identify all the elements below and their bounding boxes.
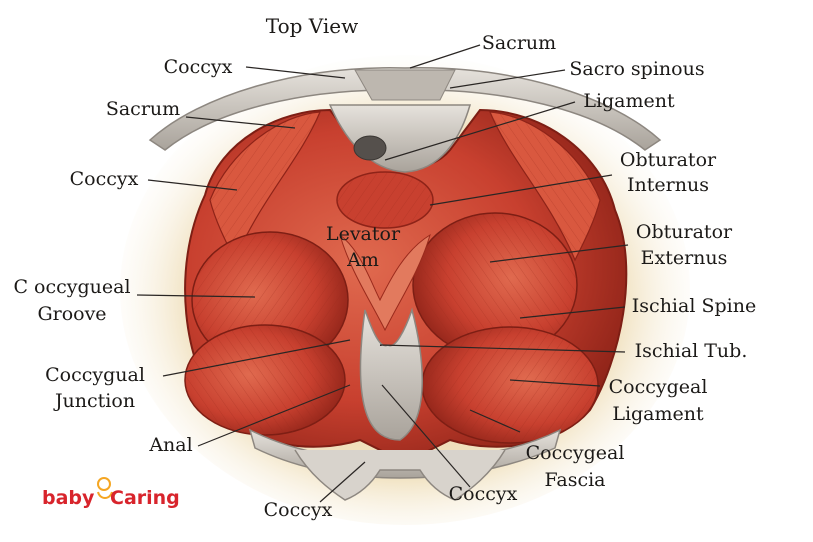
leader-coccygueal-groove: [136, 294, 256, 298]
sacrum-arch: [148, 67, 662, 151]
label-coccyx-top: Coccyx: [164, 56, 233, 78]
babycaring-logo: baby Caring: [42, 477, 180, 509]
title-label: Top View: [266, 14, 358, 38]
left-obturator-fibers: [210, 112, 320, 260]
label-ischial-spine: Ischial Spine: [632, 295, 756, 317]
label-coccyx-bottom-right: Coccyx: [449, 483, 518, 505]
label-ligament: Ligament: [583, 90, 675, 112]
leader-anal: [197, 384, 351, 447]
label-obturator-internus-1: Obturator: [620, 149, 717, 171]
right-bulge-lower-fibers: [422, 327, 598, 443]
label-coccygual-junction-1: Coccygual: [45, 364, 145, 386]
left-bulge-lower-fibers: [185, 325, 345, 435]
label-sacrum-left: Sacrum: [106, 98, 180, 120]
leader-coccyx-left: [147, 179, 238, 191]
logo-baby-text: baby: [42, 487, 95, 509]
label-sacrum-top: Sacrum: [482, 32, 556, 54]
right-bulge-upper-fibers: [413, 213, 577, 357]
leader-coccyx-top: [245, 66, 346, 79]
logo-accent-icon: [97, 477, 111, 491]
leader-coccyx-bottom-right: [381, 384, 471, 488]
leader-ischial-spine: [519, 306, 626, 319]
foramen-hole: [353, 135, 387, 161]
label-ischial-tub: Ischial Tub.: [635, 340, 748, 362]
label-obturator-externus-1: Obturator: [636, 221, 733, 243]
label-coccygeal-ligament-1: Coccygeal: [609, 376, 708, 398]
label-obturator-internus-2: Internus: [627, 174, 709, 196]
label-coccygeal-fascia-2: Fascia: [544, 469, 605, 491]
label-levator-1: Levator: [326, 223, 401, 245]
label-coccygeal-fascia-1: Coccygeal: [526, 442, 625, 464]
central-muscle-fibers: [337, 172, 433, 228]
leader-ligament: [384, 101, 576, 161]
leader-sacrum-left: [185, 116, 296, 129]
coccyx-bottom-bone: [294, 449, 506, 501]
leader-coccygual-junction: [162, 339, 351, 377]
leader-sacro-spinous: [449, 69, 566, 89]
leader-ischial-tub: [379, 344, 626, 353]
leader-lines: [136, 44, 629, 503]
label-coccygueal-groove-1: C occygueal: [13, 276, 130, 298]
label-coccyx-bottom-left: Coccyx: [264, 499, 333, 521]
label-sacro-spinous: Sacro spinous: [569, 58, 704, 80]
leader-coccyx-bottom-left: [319, 461, 366, 503]
label-coccygual-junction-2: Junction: [53, 390, 135, 412]
logo-accent-arc: [97, 491, 113, 499]
leader-coccygeal-ligament: [509, 379, 601, 387]
label-anal: Anal: [148, 434, 192, 456]
label-levator-2: Am: [346, 249, 379, 271]
label-coccyx-left: Coccyx: [70, 168, 139, 190]
label-coccygueal-groove-2: Groove: [37, 303, 106, 325]
leader-coccygeal-fascia: [469, 409, 521, 433]
label-obturator-externus-2: Externus: [641, 247, 728, 269]
levator-strip: [339, 233, 431, 332]
leader-sacrum-top: [409, 44, 481, 69]
logo-caring-text: Caring: [110, 487, 180, 509]
leader-obturator-internus: [429, 174, 613, 206]
leader-obturator-externus: [489, 244, 629, 263]
label-coccygeal-ligament-2: Ligament: [612, 403, 704, 425]
sacrum-center: [354, 69, 456, 101]
